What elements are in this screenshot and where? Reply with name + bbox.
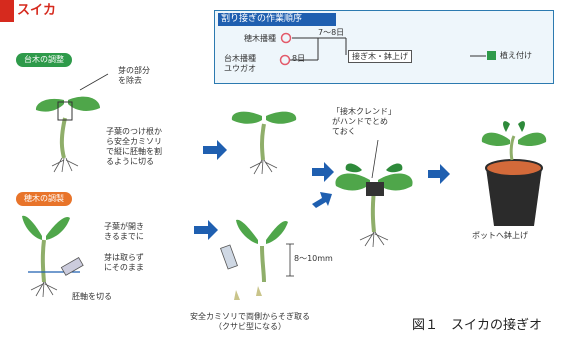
scion-badge: 穂木の調製 [16,192,72,206]
plant-marker [487,51,496,60]
grafted-plant [335,139,413,248]
hypocotyl-note: 胚軸を切る [72,292,112,301]
rootstock-plant-1 [35,73,109,173]
pot-note: ポットへ鉢上げ [472,231,528,240]
figure-caption: 図１ スイカの接ぎオ [412,318,543,333]
bud-note: 芽は取らず にそのまま [104,253,144,272]
cut-note: 子葉のつけ根か ら安全カミソリ で縦に胚軸を割 るように切る [106,127,162,166]
wedge-scion [220,219,294,300]
schedule-heading-bg [218,13,336,26]
schedule-lines [290,37,486,61]
page-title: スイカ [17,3,57,18]
schedule-heading: 割り接ぎの作業順序 [221,14,303,24]
plant-label: 植え付け [500,51,532,60]
days-root-label: 8日 [292,54,306,63]
rootstock-sow-dot [279,54,291,66]
pot-plant [481,121,547,226]
scion-sow-label: 穂木播種 [244,34,276,43]
wedge-note: 安全カミソリで両側からそぎ取る （クサビ型になる） [190,312,310,331]
clip-note: 「接木クレンド」 がハンドでとめ ておく [332,107,396,136]
length-note: 8～10mm [294,254,333,263]
flow-arrows [194,140,450,240]
growth-point-note: 芽の部分 を除去 [118,66,150,85]
leaf-note: 子葉が開き きるまでに [104,222,144,241]
scion-plant [22,215,84,298]
scion-sow-dot [280,32,292,44]
rootstock-sow-label: 台木播種 ユウガオ [224,54,256,73]
rootstock-badge: 台木の調整 [16,53,72,67]
days-scion-label: 7～8日 [318,28,345,37]
rootstock-plant-2 [231,111,297,175]
title-tag [0,0,14,22]
graft-label: 接ぎ木・鉢上げ [348,50,412,63]
